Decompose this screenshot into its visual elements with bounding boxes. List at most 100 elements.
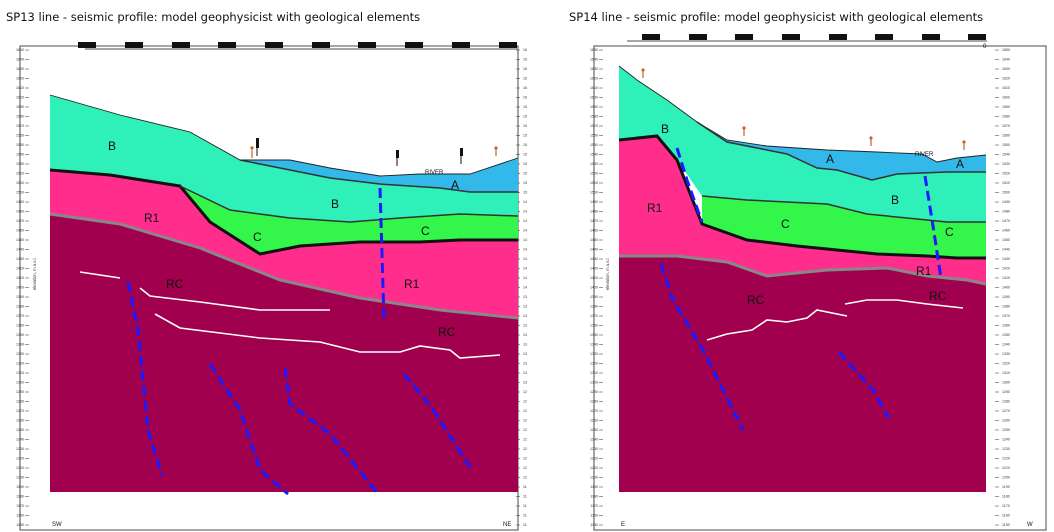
label-c-1: C — [253, 230, 262, 244]
left-profile-title: SP13 line - seismic profile: model geoph… — [6, 10, 421, 24]
elevation-tick-label: 1440 — [16, 248, 24, 252]
elevation-tick-label: 1360 — [590, 324, 598, 328]
label-river: RIVER — [425, 170, 444, 176]
a-base-contact — [696, 121, 986, 181]
rc-top-contact — [619, 254, 987, 286]
layer-r1 — [619, 136, 986, 284]
c-top-contact — [179, 185, 519, 223]
elevation-tick-label: 1310 — [523, 371, 527, 375]
elevation-tick-label: 1240 — [1002, 438, 1010, 442]
elevation-tick-label: 1340 — [523, 343, 527, 347]
label-b-1: B — [661, 122, 669, 136]
fault-3 — [283, 367, 380, 495]
elevation-tick-label: 1410 — [16, 276, 24, 280]
elevation-tick-label: 1510 — [523, 181, 527, 185]
elevation-tick-label: 1510 — [1002, 181, 1010, 185]
elevation-tick-label: 1480 — [1002, 210, 1010, 214]
elevation-tick-label: 1250 — [1002, 428, 1010, 432]
elevation-tick-label: 1290 — [16, 390, 24, 394]
left-elevation-axis-left: 1650164016301620161016001590158015701560… — [16, 48, 29, 527]
elevation-tick-label: 1640 — [523, 58, 527, 62]
left-elevation-axis-right: 1650164016301620161016001590158015701560… — [516, 48, 527, 527]
elevation-tick-label: 1530 — [16, 162, 24, 166]
elevation-tick-label: 1170 — [16, 504, 24, 508]
elevation-tick-label: 1250 — [590, 428, 598, 432]
elevation-tick-label: 1320 — [590, 362, 598, 366]
elevation-tick-label: 1600 — [1002, 96, 1010, 100]
elevation-tick-label: 1300 — [523, 381, 527, 385]
elevation-tick-label: 1390 — [523, 295, 527, 299]
elevation-tick-label: 1230 — [590, 447, 598, 451]
layer-c — [180, 186, 518, 254]
elevation-tick-label: 1540 — [523, 153, 527, 157]
scale-zero-mark: 0 — [983, 44, 987, 50]
elevation-tick-label: 1370 — [1002, 314, 1010, 318]
elevation-tick-label: 1410 — [590, 276, 598, 280]
elevation-tick-label: 1630 — [590, 67, 598, 71]
elevation-tick-label: 1240 — [16, 438, 24, 442]
elevation-tick-label: 1450 — [590, 238, 598, 242]
elevation-tick-label: 1430 — [590, 257, 598, 261]
elevation-tick-label: 1520 — [16, 172, 24, 176]
elevation-tick-label: 1300 — [16, 381, 24, 385]
elevation-tick-label: 1250 — [523, 428, 527, 432]
elevation-tick-label: 1260 — [1002, 419, 1010, 423]
elevation-tick-label: 1550 — [590, 143, 598, 147]
elevation-tick-label: 1150 — [590, 523, 598, 527]
elevation-tick-label: 1560 — [590, 134, 598, 138]
elevation-tick-label: 1320 — [16, 362, 24, 366]
corner-label-right: W — [1027, 522, 1033, 528]
elevation-tick-label: 1610 — [16, 86, 24, 90]
elevation-tick-label: 1580 — [523, 115, 527, 119]
elevation-tick-label: 1510 — [16, 181, 24, 185]
fault-2 — [659, 263, 745, 431]
fault-2 — [208, 363, 289, 496]
label-a-2: A — [956, 157, 964, 171]
fault-1 — [675, 147, 704, 223]
elevation-tick-label: 1150 — [523, 523, 527, 527]
elevation-tick-label: 1650 — [1002, 48, 1010, 52]
elevation-tick-label: 1580 — [590, 115, 598, 119]
elevation-tick-label: 1610 — [1002, 86, 1010, 90]
elevation-tick-label: 1470 — [590, 219, 598, 223]
label-rc-1: RC — [747, 293, 765, 307]
elevation-tick-label: 1170 — [1002, 504, 1010, 508]
b-base-contact — [49, 168, 518, 256]
elevation-tick-label: 1510 — [590, 181, 598, 185]
elevation-tick-label: 1580 — [1002, 115, 1010, 119]
left-axis-title: elevation, m a.s.l. — [32, 257, 37, 290]
elevation-tick-label: 1280 — [523, 400, 527, 404]
corner-label-right: NE — [503, 522, 511, 528]
elevation-tick-label: 1330 — [1002, 352, 1010, 356]
elevation-tick-label: 1190 — [1002, 485, 1010, 489]
elevation-tick-label: 1270 — [16, 409, 24, 413]
elevation-tick-label: 1250 — [16, 428, 24, 432]
elevation-tick-label: 1180 — [590, 495, 598, 499]
elevation-tick-label: 1170 — [523, 504, 527, 508]
elevation-tick-label: 1600 — [523, 96, 527, 100]
elevation-tick-label: 1470 — [523, 219, 527, 223]
fault-4 — [402, 373, 474, 471]
elevation-tick-label: 1230 — [523, 447, 527, 451]
elevation-tick-label: 1190 — [523, 485, 527, 489]
right-scale-blocks — [642, 34, 986, 40]
elevation-tick-label: 1650 — [16, 48, 24, 52]
elevation-tick-label: 1320 — [1002, 362, 1010, 366]
elevation-tick-label: 1650 — [590, 48, 598, 52]
elevation-tick-label: 1530 — [1002, 162, 1010, 166]
elevation-tick-label: 1270 — [523, 409, 527, 413]
elevation-tick-label: 1350 — [523, 333, 527, 337]
layer-r1 — [50, 170, 518, 318]
elevation-tick-label: 1590 — [1002, 105, 1010, 109]
layer-rc — [619, 256, 986, 492]
fault-5 — [378, 187, 386, 321]
elevation-tick-label: 1490 — [590, 200, 598, 204]
elevation-tick-label: 1310 — [590, 371, 598, 375]
elevation-tick-label: 1630 — [16, 67, 24, 71]
elevation-tick-label: 1620 — [523, 77, 527, 81]
elevation-tick-label: 1490 — [16, 200, 24, 204]
elevation-tick-label: 1210 — [523, 466, 527, 470]
layer-rc — [50, 214, 518, 492]
label-b-2: B — [891, 193, 899, 207]
label-c-2: C — [421, 224, 430, 238]
